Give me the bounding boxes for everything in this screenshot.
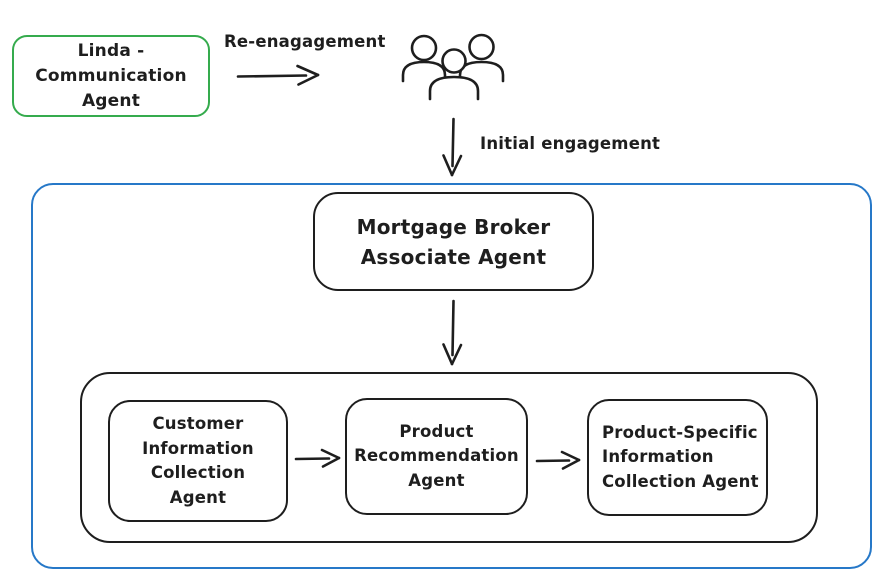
- node-product-rec-label: Product Recommendation Agent: [354, 421, 519, 490]
- people-group-icon: [401, 33, 505, 101]
- arrow-re-engagement: [236, 64, 320, 86]
- node-linda-label: Linda - Communication Agent: [35, 40, 187, 111]
- edge-label-initial-engagement: Initial engagement: [480, 134, 661, 153]
- edge-label-re-engagement: Re-enagagement: [224, 32, 386, 51]
- container-mortgage-system: [31, 183, 872, 569]
- node-customer-information-collection-agent: Customer Information Collection Agent: [108, 400, 288, 522]
- node-customer-info-label: Customer Information Collection Agent: [142, 414, 254, 507]
- node-linda-communication-agent: Linda - Communication Agent: [12, 35, 210, 117]
- node-product-specific-information-collection-agent: Product-Specific Information Collection …: [587, 399, 768, 516]
- arrow-initial-engagement: [442, 117, 463, 177]
- node-product-recommendation-agent: Product Recommendation Agent: [345, 398, 528, 515]
- node-mortgage-broker-associate-agent: Mortgage Broker Associate Agent: [313, 192, 594, 291]
- node-product-specific-label: Product-Specific Information Collection …: [602, 422, 759, 491]
- node-mortgage-label: Mortgage Broker Associate Agent: [356, 214, 551, 269]
- container-sub-agents: [80, 372, 818, 543]
